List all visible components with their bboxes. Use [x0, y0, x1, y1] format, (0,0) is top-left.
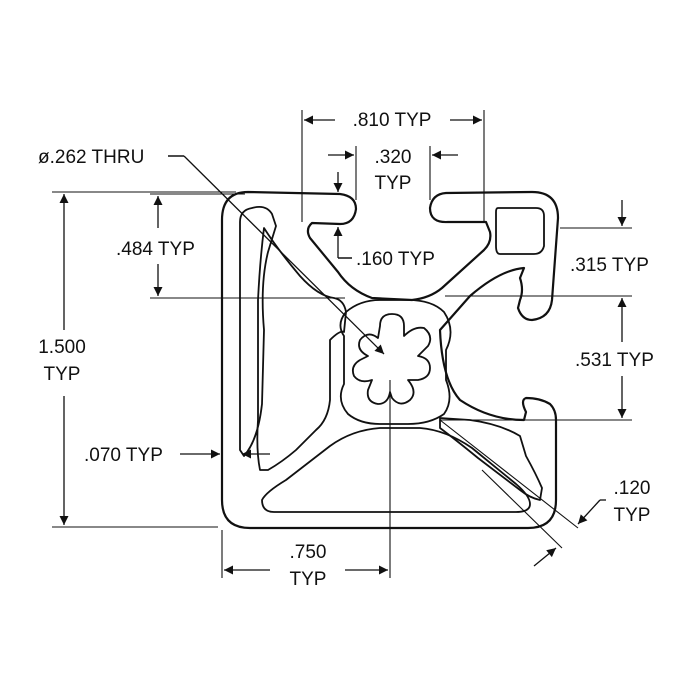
lower-right-cavity	[439, 417, 543, 501]
corner-value-label: .120	[614, 478, 651, 499]
overall-typ-label: TYP	[44, 364, 81, 385]
top-right-pocket	[495, 207, 545, 255]
dimensions	[52, 110, 632, 578]
left-channel	[239, 205, 277, 457]
bottom-triangle-cavity	[261, 427, 531, 513]
center-typ-label: TYP	[290, 569, 327, 590]
slot-open-typ-label: TYP	[375, 173, 412, 194]
profile-outline	[220, 190, 560, 530]
lip-right-typ-label: .315 TYP	[570, 255, 649, 276]
wall-typ-label: .070 TYP	[84, 445, 163, 466]
width-typ-label: .810 TYP	[353, 110, 432, 131]
bore-hole-icon	[351, 313, 432, 405]
upper-left-cavity	[256, 227, 347, 471]
depth-typ-label: .484 TYP	[116, 239, 195, 260]
corner-typ-label: TYP	[614, 505, 651, 526]
outer-contour	[220, 190, 560, 530]
center-value-label: .750	[290, 542, 327, 563]
slot-lip-typ-label: .160 TYP	[356, 249, 435, 270]
overall-value-label: 1.500	[38, 337, 86, 358]
slot-open-value-label: .320	[375, 147, 412, 168]
spacing-typ-label: .531 TYP	[575, 350, 654, 371]
center-core	[339, 299, 452, 425]
dimension-labels: .810 TYP .320 TYP ø.262 THRU .484 TYP .1…	[38, 110, 654, 590]
bore-label: ø.262 THRU	[38, 147, 144, 168]
center-bore	[351, 313, 432, 405]
